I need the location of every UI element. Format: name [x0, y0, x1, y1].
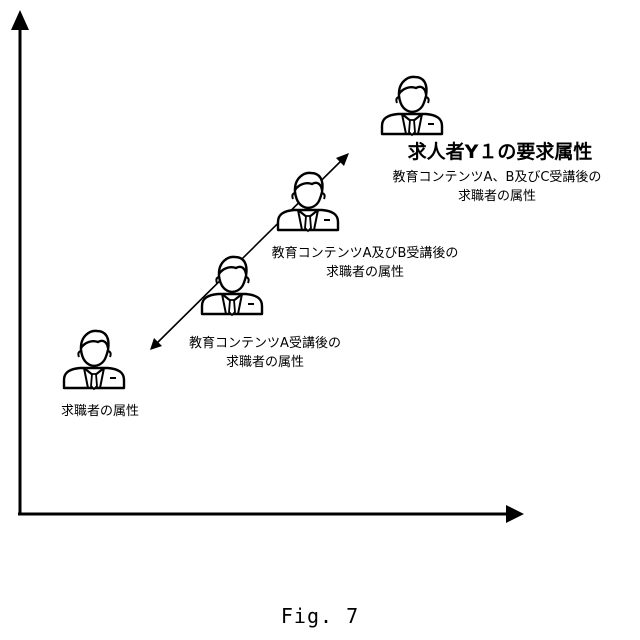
label-target-requirements: 求人者Y１の要求属性: [370, 140, 630, 164]
person-icon-jobseeker: [64, 331, 124, 389]
person-icon-target: [382, 77, 442, 135]
y-axis: [11, 10, 29, 514]
label-after-content-ab: 教育コンテンツA及びB受講後の 求職者の属性: [250, 244, 480, 282]
person-icon-after-ab: [278, 173, 338, 231]
figure-caption: Fig. 7: [0, 604, 640, 628]
x-axis: [18, 505, 524, 523]
label-after-content-abc: 教育コンテンツA、B及びC受講後の 求職者の属性: [366, 168, 628, 206]
label-after-content-a: 教育コンテンツA受講後の 求職者の属性: [170, 334, 360, 372]
label-jobseeker-attributes: 求職者の属性: [40, 402, 160, 421]
